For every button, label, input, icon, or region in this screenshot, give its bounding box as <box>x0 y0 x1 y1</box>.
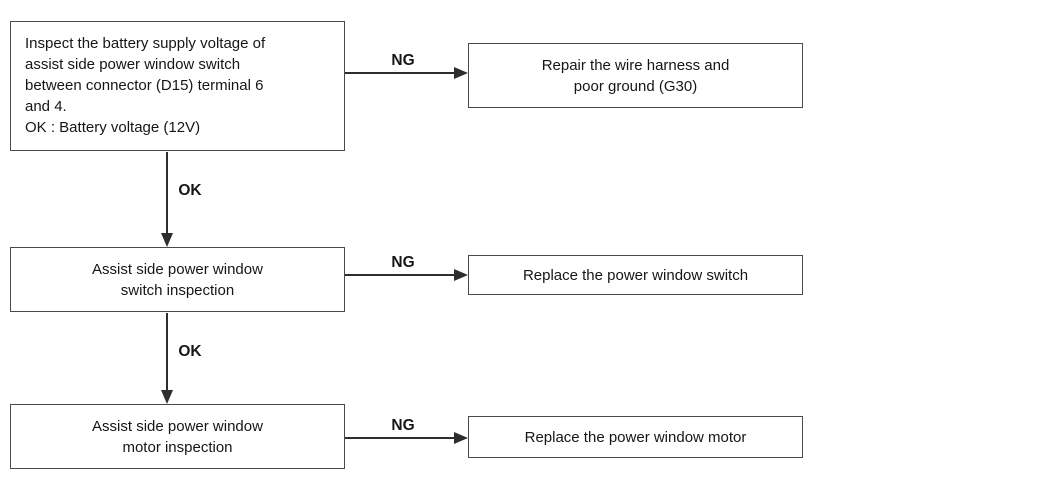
node-text-line: Replace the power window switch <box>522 266 749 284</box>
node-text-line: OK : Battery voltage (12V) <box>25 119 201 136</box>
connector-ng-1-line <box>345 72 456 74</box>
connector-ok-1-line <box>166 152 168 234</box>
node-text-line: Assist side power window <box>92 417 263 435</box>
node-text-line: and 4. <box>25 98 67 115</box>
node-text-line: switch inspection <box>120 281 235 299</box>
ng-label-1: NG <box>391 52 415 69</box>
node-text-line: Repair the wire harness and <box>541 56 730 74</box>
node-motor-inspection: Assist side power window motor inspectio… <box>10 404 345 469</box>
node-text-line: Inspect the battery supply voltage of <box>25 35 266 52</box>
node-replace-window-motor: Replace the power window motor <box>468 416 803 458</box>
ng-label-2: NG <box>391 254 415 271</box>
connector-ng-3-line <box>345 437 456 439</box>
node-replace-window-switch: Replace the power window switch <box>468 255 803 295</box>
node-switch-inspection: Assist side power window switch inspecti… <box>10 247 345 312</box>
ng-label-3: NG <box>391 417 415 434</box>
connector-ok-2-line <box>166 313 168 391</box>
node-text-line: motor inspection <box>122 438 233 456</box>
arrow-down-icon <box>161 233 173 247</box>
node-text-line: between connector (D15) terminal 6 <box>25 77 264 94</box>
node-text-line: Assist side power window <box>92 260 263 278</box>
arrow-down-icon <box>161 390 173 404</box>
arrow-right-icon <box>454 269 468 281</box>
node-text-line: Replace the power window motor <box>524 428 747 446</box>
node-text-line: assist side power window switch <box>25 56 241 73</box>
node-repair-wire-harness: Repair the wire harness and poor ground … <box>468 43 803 108</box>
ok-label-1: OK <box>178 182 202 199</box>
connector-ng-2-line <box>345 274 456 276</box>
ok-label-2: OK <box>178 343 202 360</box>
node-inspect-battery-voltage: Inspect the battery supply voltage of as… <box>10 21 345 151</box>
node-text-line: poor ground (G30) <box>573 77 698 95</box>
arrow-right-icon <box>454 67 468 79</box>
arrow-right-icon <box>454 432 468 444</box>
